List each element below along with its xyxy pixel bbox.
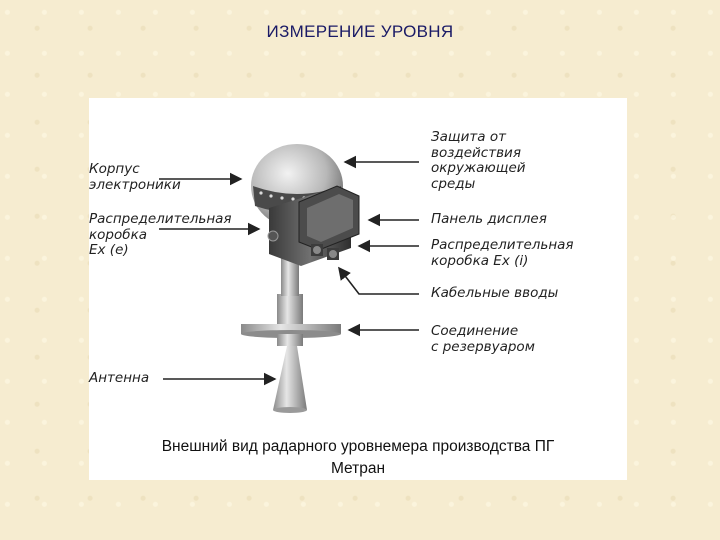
radar-gauge-illustration bbox=[159, 144, 419, 413]
label-tank-connection: Соединение с резервуаром bbox=[431, 323, 535, 355]
figure-caption: Внешний вид радарного уровнемера произво… bbox=[89, 436, 627, 480]
label-cable-entries: Кабельные вводы bbox=[431, 285, 559, 301]
label-display-panel: Панель дисплея bbox=[431, 211, 547, 227]
label-junction-box-ex-i: Распределительная коробка Ex (i) bbox=[431, 237, 574, 269]
label-antenna: Антенна bbox=[89, 370, 150, 386]
tank-flange bbox=[241, 324, 341, 334]
arrow-cable-entries bbox=[338, 266, 419, 295]
radar-level-gauge-figure: Корпус электроники Распределительная кор… bbox=[89, 98, 627, 442]
label-environmental-protection: Защита от воздействия окружающей среды bbox=[431, 129, 526, 192]
slide-title: ИЗМЕРЕНИЕ УРОВНЯ bbox=[266, 22, 454, 41]
label-junction-box-ex-e: Распределительная коробка Ex (e) bbox=[89, 211, 232, 258]
label-electronics-housing: Корпус электроники bbox=[89, 161, 181, 193]
antenna-horn bbox=[273, 346, 307, 410]
